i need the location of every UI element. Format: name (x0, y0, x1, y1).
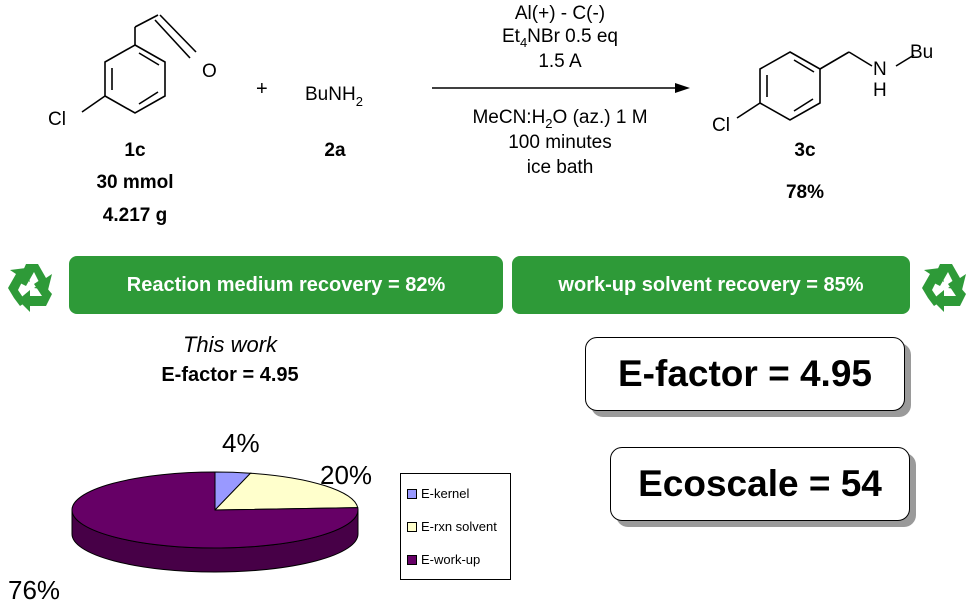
this-work-label: This work (182, 332, 278, 357)
legend-swatch (407, 488, 417, 499)
product-n-atom: N (873, 59, 887, 80)
pie-slice-e-work-up (71, 471, 359, 549)
product-cl-atom: Cl (712, 115, 730, 136)
pie-slice-e-rxn-solvent (213, 472, 359, 511)
condition-time: 100 minutes (508, 132, 612, 153)
pie-label-e-rxn-solvent: 20% (320, 460, 373, 490)
reactant-2a-formula: BuNH2 (305, 84, 363, 109)
legend-swatch (407, 554, 417, 565)
workup-solvent-recovery-banner: work-up solvent recovery = 85% (512, 256, 910, 314)
product-h-atom: H (873, 80, 887, 101)
condition-solvent: MeCN:H2O (az.) 1 M (472, 107, 648, 131)
recycle-icon-right (922, 264, 966, 312)
reactant-1c-amount: 30 mmol (96, 172, 174, 193)
condition-electrodes: Al(+) - C(-) (514, 3, 606, 24)
reaction-arrow (432, 83, 690, 93)
reactant-1c-cl-atom: Cl (48, 109, 66, 130)
product-yield: 78% (785, 182, 825, 203)
efactor-summary: E-factor = 4.95 (161, 364, 299, 386)
product-bu-label: Bu (910, 42, 933, 63)
ecoscale-box: Ecoscale = 54 (610, 447, 910, 521)
pie-label-e-work-up: 76% (8, 575, 61, 605)
efactor-box: E-factor = 4.95 (585, 337, 905, 411)
condition-current: 1.5 A (538, 51, 582, 72)
reactant-2a-id: 2a (324, 140, 346, 161)
reactant-1c-structure (81, 14, 197, 114)
pie-legend: E-kernel E-rxn solvent E-work-up (400, 473, 511, 580)
legend-item-e-rxn-solvent: E-rxn solvent (407, 519, 497, 534)
reaction-medium-recovery-banner: Reaction medium recovery = 82% (69, 256, 503, 314)
reactant-1c-o-atom: O (202, 61, 217, 82)
plus-sign: + (256, 78, 268, 100)
condition-temperature: ice bath (526, 157, 594, 178)
reactant-1c-id: 1c (124, 140, 146, 161)
reactant-1c-mass: 4.217 g (102, 205, 168, 226)
recycle-icon-left (8, 264, 52, 312)
efactor-pie-chart (71, 471, 359, 573)
legend-swatch (407, 521, 417, 532)
product-3c-structure (736, 51, 915, 121)
pie-label-e-kernel: 4% (222, 428, 260, 458)
legend-item-e-work-up: E-work-up (407, 552, 480, 567)
condition-electrolyte: Et4NBr 0.5 eq (501, 26, 618, 50)
product-3c-id: 3c (794, 140, 816, 161)
legend-item-e-kernel: E-kernel (407, 486, 469, 501)
